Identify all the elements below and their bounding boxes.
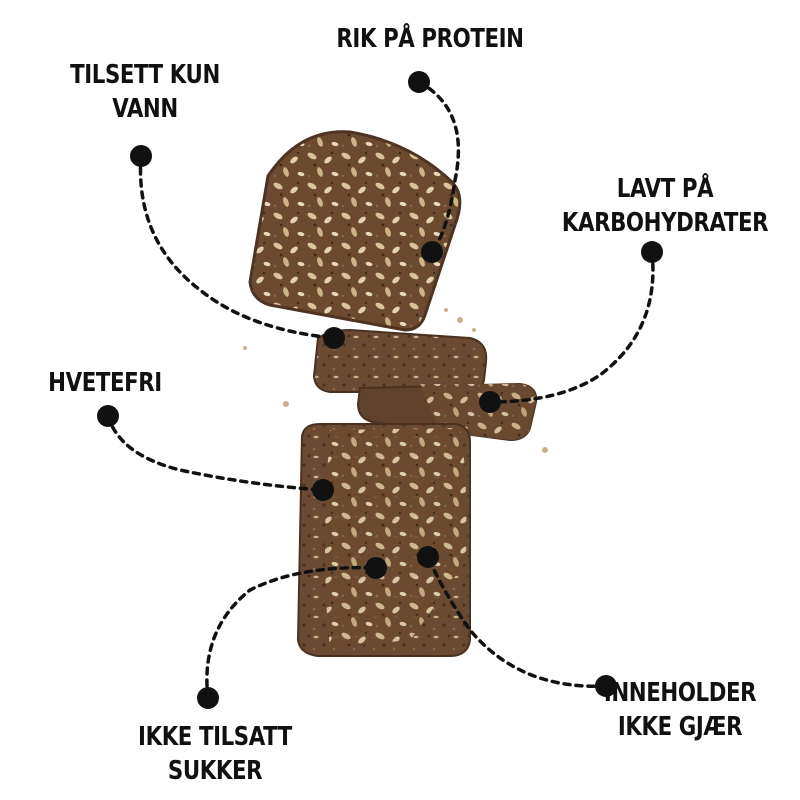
label-sugar-line-2: SUKKER [167, 756, 263, 786]
label-yeast: INNEHOLDER IKKE GJÆR [590, 676, 770, 744]
leader-line-wheat [106, 414, 325, 492]
label-water-line-2: VANN [112, 94, 178, 124]
dot-carbs-label [641, 241, 663, 263]
leader-line-sugar [205, 565, 378, 700]
dot-wheat-label [97, 405, 119, 427]
dot-sugar-label [197, 687, 219, 709]
dot-water-label [130, 145, 152, 167]
dot-wheat-bread [312, 479, 334, 501]
label-wheat-line-1: HVETEFRI [48, 368, 162, 398]
label-sugar-line-1: IKKE TILSATT [138, 722, 292, 752]
bread-crumbs [243, 308, 548, 453]
dot-water-bread [323, 327, 345, 349]
leader-lines [106, 80, 655, 700]
leader-line-carbs [488, 250, 655, 404]
leader-line-yeast [426, 555, 608, 688]
bread-slice-top [248, 130, 462, 332]
dot-yeast-bread [417, 546, 439, 568]
leader-line-protein [417, 80, 461, 254]
label-water: TILSETT KUN VANN [59, 58, 231, 126]
dot-yeast-label [595, 675, 617, 697]
label-protein: RIK PÅ PROTEIN [323, 22, 536, 56]
label-protein-line-1: RIK PÅ PROTEIN [336, 24, 524, 54]
label-carbs-line-1: LAVT PÅ [616, 174, 714, 204]
bread-loaf [296, 423, 471, 657]
dot-carbs-bread [479, 391, 501, 413]
label-yeast-line-2: IKKE GJÆR [617, 712, 743, 742]
label-wheat: HVETEFRI [35, 366, 174, 400]
bread-slice-middle [312, 328, 488, 393]
dot-sugar-bread [365, 557, 387, 579]
dot-protein-label [408, 71, 430, 93]
label-sugar: IKKE TILSATT SUKKER [121, 720, 310, 788]
callout-dots [97, 71, 663, 709]
label-carbs-line-2: KARBOHYDRATER [561, 208, 769, 238]
label-water-line-1: TILSETT KUN [70, 60, 220, 90]
label-yeast-line-1: INNEHOLDER [603, 678, 757, 708]
dot-protein-bread [421, 241, 443, 263]
leader-line-water [138, 154, 336, 340]
label-carbs: LAVT PÅ KARBOHYDRATER [554, 172, 775, 240]
